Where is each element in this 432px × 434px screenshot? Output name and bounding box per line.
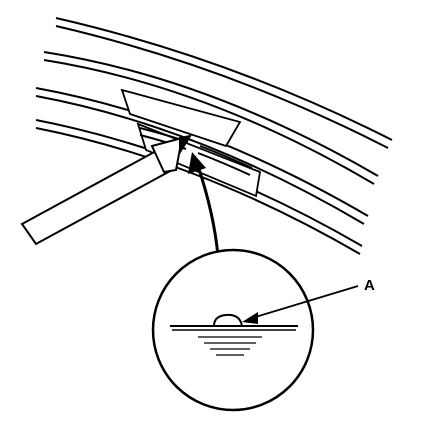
leader-line xyxy=(251,285,359,319)
band-2-outer xyxy=(43,51,379,177)
cross-section-bead xyxy=(212,313,244,327)
tape-upper xyxy=(120,88,242,148)
band-3-inner xyxy=(35,95,365,225)
band-1-outer xyxy=(55,17,393,141)
detail-magnifier-circle xyxy=(151,248,315,412)
grid-line-right xyxy=(199,145,253,169)
pointer-arrow-head xyxy=(188,152,206,174)
pen-tip xyxy=(179,134,193,156)
pen-body xyxy=(20,148,174,246)
glass-hatch xyxy=(198,336,262,356)
band-4-inner xyxy=(35,127,361,255)
pointer-arrow xyxy=(188,152,220,257)
band-2-inner xyxy=(43,59,375,185)
leader-arrow xyxy=(242,285,359,324)
pointer-arrow-shaft xyxy=(196,165,220,257)
callout-label-a: A xyxy=(364,277,375,294)
pen-cone xyxy=(150,136,184,174)
repair-pen xyxy=(20,134,193,246)
grid-line-right-lower xyxy=(197,152,251,176)
band-1-inner xyxy=(55,25,389,149)
leader-arrow-head xyxy=(242,312,258,324)
